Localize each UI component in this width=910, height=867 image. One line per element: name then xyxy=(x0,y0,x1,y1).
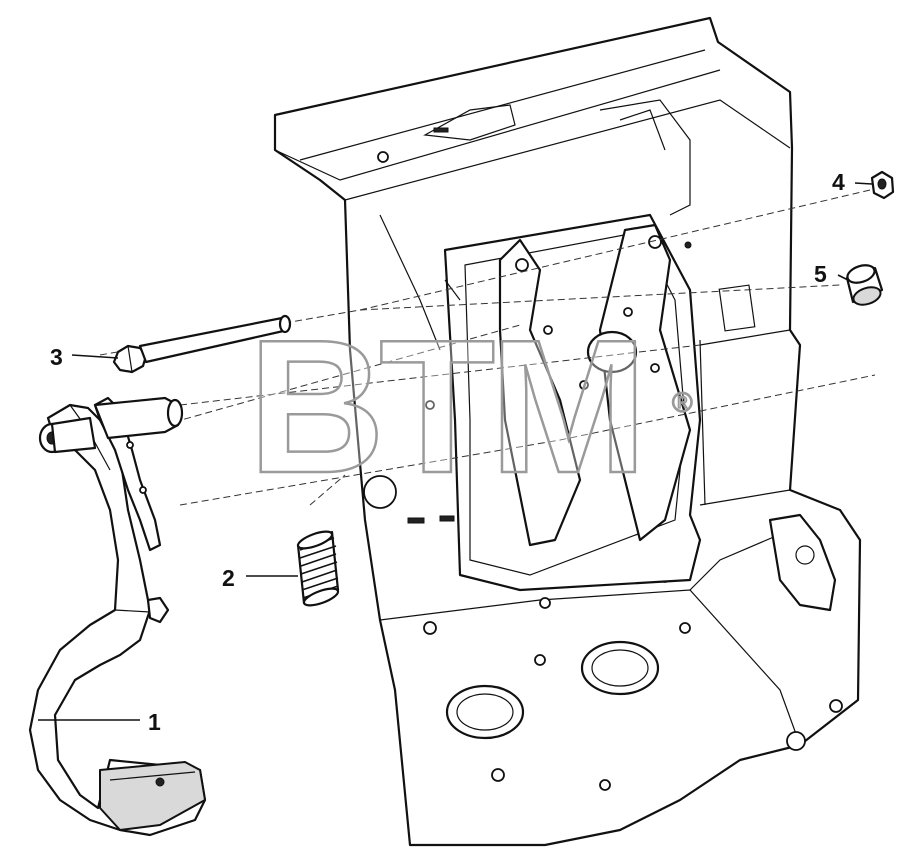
watermark-logo: BTM xyxy=(248,301,642,513)
callout-5: 5 xyxy=(814,261,827,287)
callout-1: 1 xyxy=(148,709,161,735)
return-spring xyxy=(296,530,340,607)
brake-pedal xyxy=(28,396,207,837)
bolt xyxy=(112,314,292,374)
nut xyxy=(870,170,895,200)
callout-3: 3 xyxy=(50,344,63,370)
callout-leaders xyxy=(38,182,873,721)
callout-2: 2 xyxy=(222,565,235,591)
pedal-bracket xyxy=(443,213,702,592)
bushing xyxy=(845,264,884,306)
callout-4: 4 xyxy=(832,169,845,195)
watermark-registered-mark: ® xyxy=(672,387,693,418)
